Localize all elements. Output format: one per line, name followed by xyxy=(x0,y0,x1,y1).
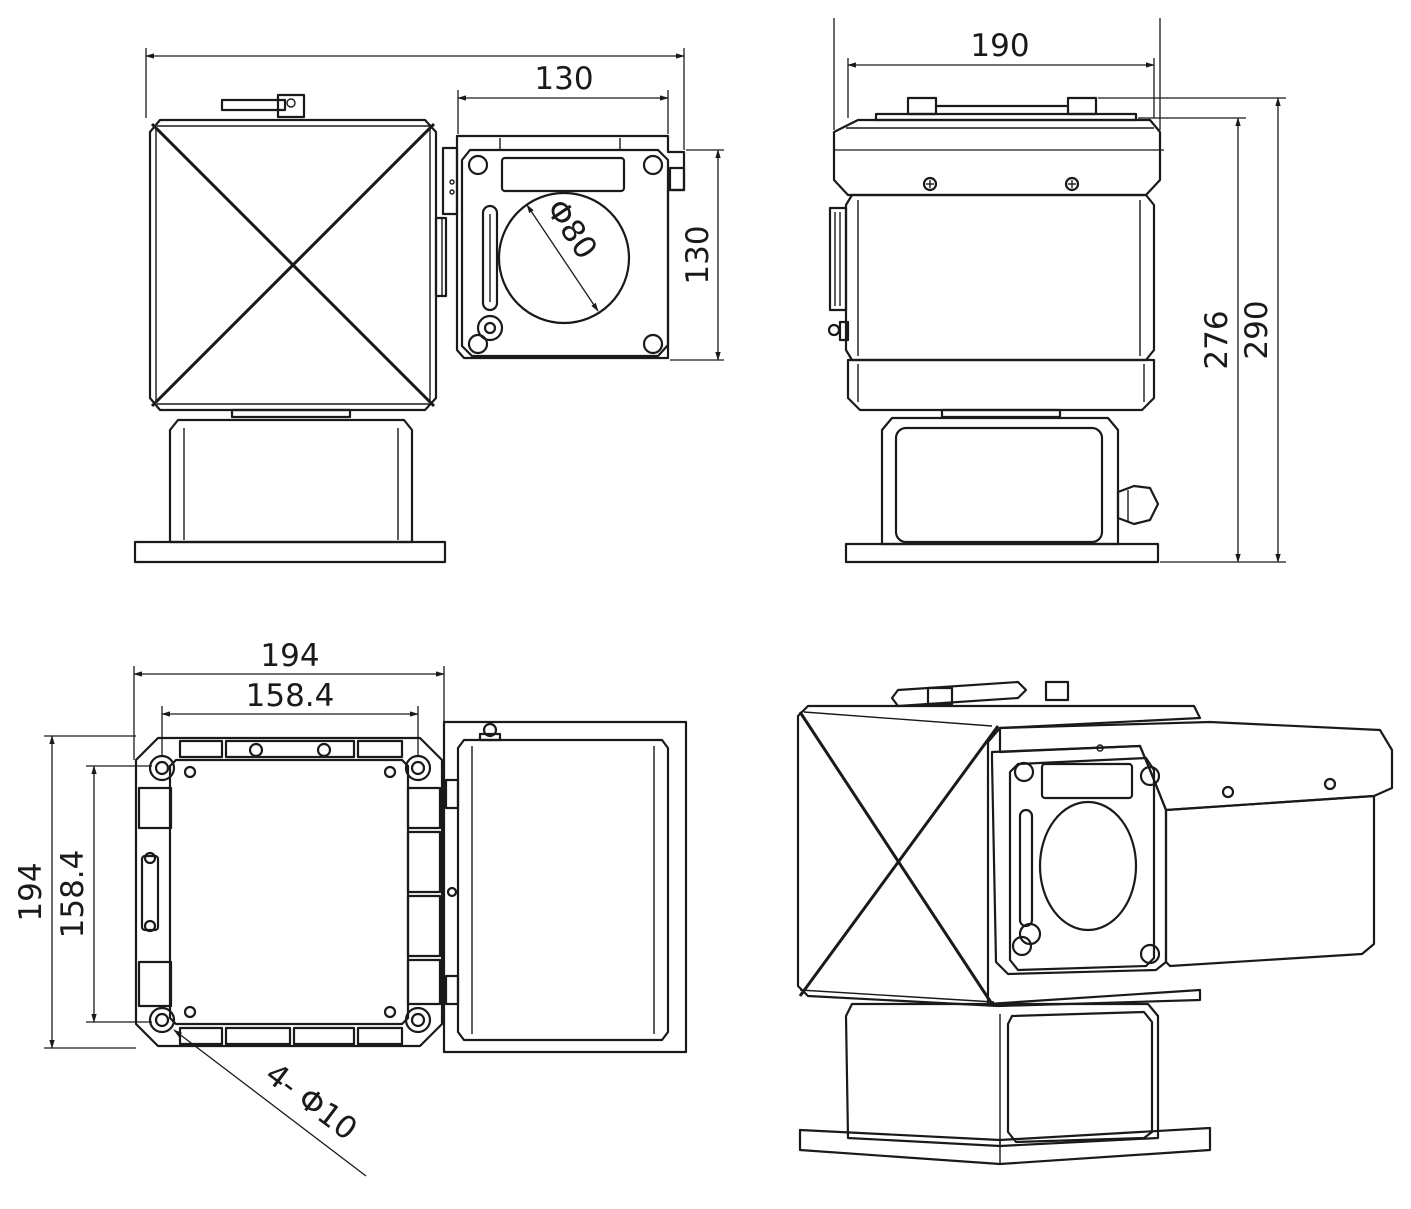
dim-hole-spacing-y: 158.4 xyxy=(55,850,91,939)
dim-window-diameter: Φ80 xyxy=(539,193,605,266)
isometric-view xyxy=(796,680,1394,1166)
dim-base-height: 194 xyxy=(13,862,49,921)
side-view: 190 276 290 xyxy=(827,18,1286,564)
mount-hole-tr xyxy=(404,754,432,782)
base-view: 194 158.4 194 158.4 4- Φ10 xyxy=(13,638,688,1177)
dim-side-plate-height: 130 xyxy=(680,225,716,284)
mount-hole-br xyxy=(404,1006,432,1034)
base-outline xyxy=(134,736,444,1048)
dim-side-plate-width: 130 xyxy=(534,61,593,97)
pedestal xyxy=(168,418,414,544)
dim-top-width: 190 xyxy=(970,28,1029,64)
iso-window xyxy=(1038,800,1138,932)
mount-hole-bl xyxy=(148,1006,176,1034)
base-plate xyxy=(133,540,447,564)
housing-outline xyxy=(148,118,438,412)
dim-height-inner: 276 xyxy=(1199,310,1235,369)
cover-side xyxy=(442,720,688,1054)
side-plate xyxy=(441,134,686,360)
iso-housing xyxy=(796,704,1202,1008)
top-handle xyxy=(220,93,306,119)
window-circle xyxy=(497,191,631,325)
dim-hole-spacing-x: 158.4 xyxy=(246,678,335,714)
dim-base-width: 194 xyxy=(260,638,319,674)
dim-height-overall: 290 xyxy=(1239,300,1275,359)
front-view: 130 130 Φ80 xyxy=(133,48,724,564)
sunshield xyxy=(832,118,1162,197)
